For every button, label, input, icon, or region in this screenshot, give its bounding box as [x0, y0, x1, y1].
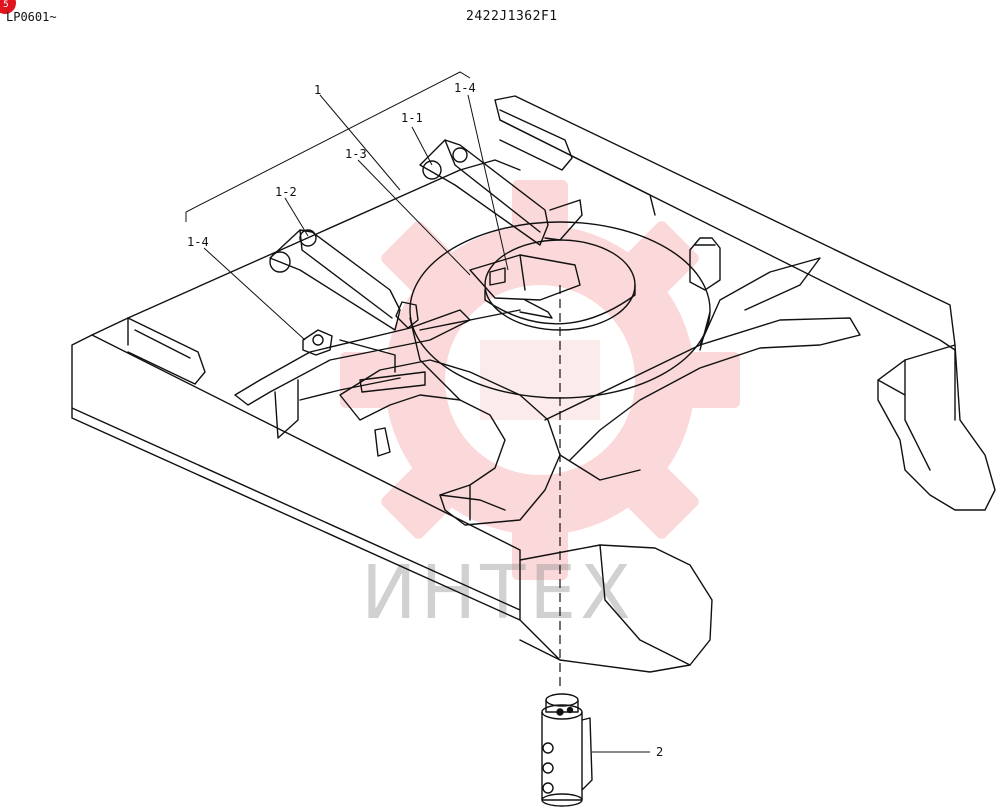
guard-assembly — [234, 139, 583, 439]
callout-1: 1 — [314, 83, 321, 97]
track-frame — [71, 95, 996, 673]
callout-1-4-left: 1-4 — [187, 235, 209, 249]
corner-badge: 5 — [0, 0, 16, 14]
callout-labels: 1 1-1 1-2 1-3 1-4 1-4 2 — [187, 81, 663, 759]
watermark-text: ИНТЕХ — [361, 550, 635, 636]
callout-2: 2 — [656, 745, 663, 759]
watermark-gear-logo — [340, 180, 740, 580]
callout-1-4-right: 1-4 — [454, 81, 476, 95]
callout-1-2: 1-2 — [275, 185, 297, 199]
leader-lines — [185, 71, 650, 753]
serial-range-label: LP0601~ — [6, 10, 57, 24]
swivel-joint — [541, 693, 593, 807]
drawing-number-label: 2422J1362F1 — [466, 9, 558, 24]
callout-1-1: 1-1 — [401, 111, 423, 125]
callout-1-3: 1-3 — [345, 147, 367, 161]
